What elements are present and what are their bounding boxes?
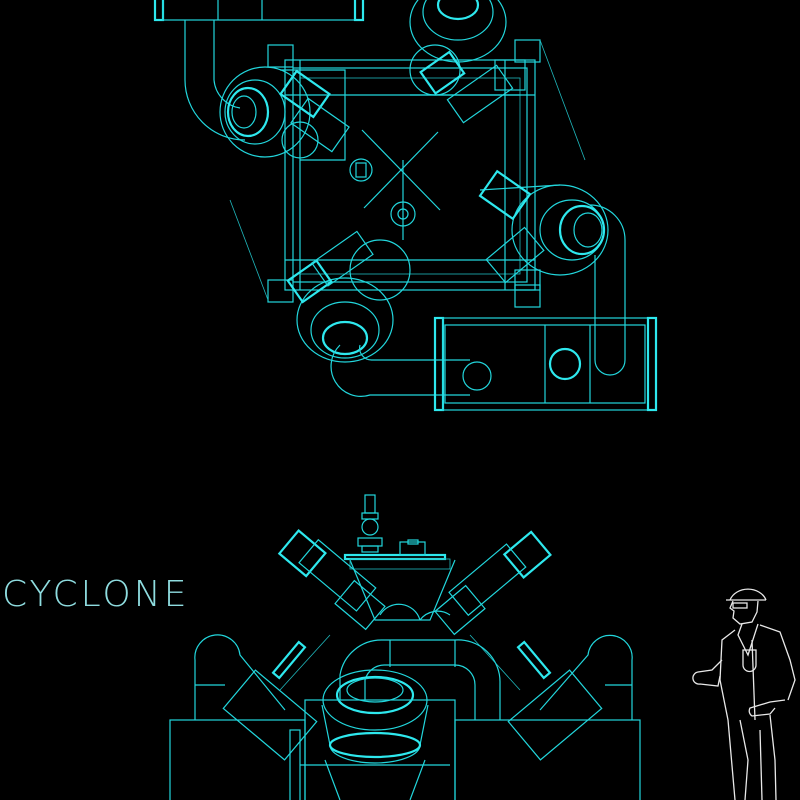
hard-hat [729, 588, 767, 601]
right-duct [589, 204, 626, 376]
human-scale-figure [692, 588, 796, 800]
hopper-top [343, 539, 456, 621]
crossover-duct [339, 639, 501, 720]
central-cyclone-body [300, 669, 450, 800]
top-left-duct [184, 20, 246, 141]
right-inlet-duct [507, 634, 633, 761]
cyclone-unit-bottom-left [286, 230, 411, 363]
top-left-collector-box [153, 0, 365, 22]
bottom-right-collector-box [433, 316, 658, 412]
elevation-view [169, 494, 641, 800]
base-boxes [169, 699, 641, 800]
cyclone-unit-top-left [219, 66, 350, 161]
central-frame [229, 39, 586, 308]
drawing-title-label: CYCLONE [2, 574, 190, 615]
bottom-duct [330, 344, 492, 397]
chest-pocket [742, 649, 757, 673]
left-inlet-duct [194, 634, 318, 761]
x-brace-b [363, 131, 439, 209]
cyclone-unit-right [478, 169, 609, 291]
plan-view [153, 0, 658, 412]
glasses [732, 602, 748, 609]
upper-left-cyclone-arm [277, 529, 421, 631]
top-valve-stack [357, 494, 383, 553]
cyclone-unit-top-right [409, 0, 526, 124]
upper-right-cyclone-arm [419, 530, 552, 636]
